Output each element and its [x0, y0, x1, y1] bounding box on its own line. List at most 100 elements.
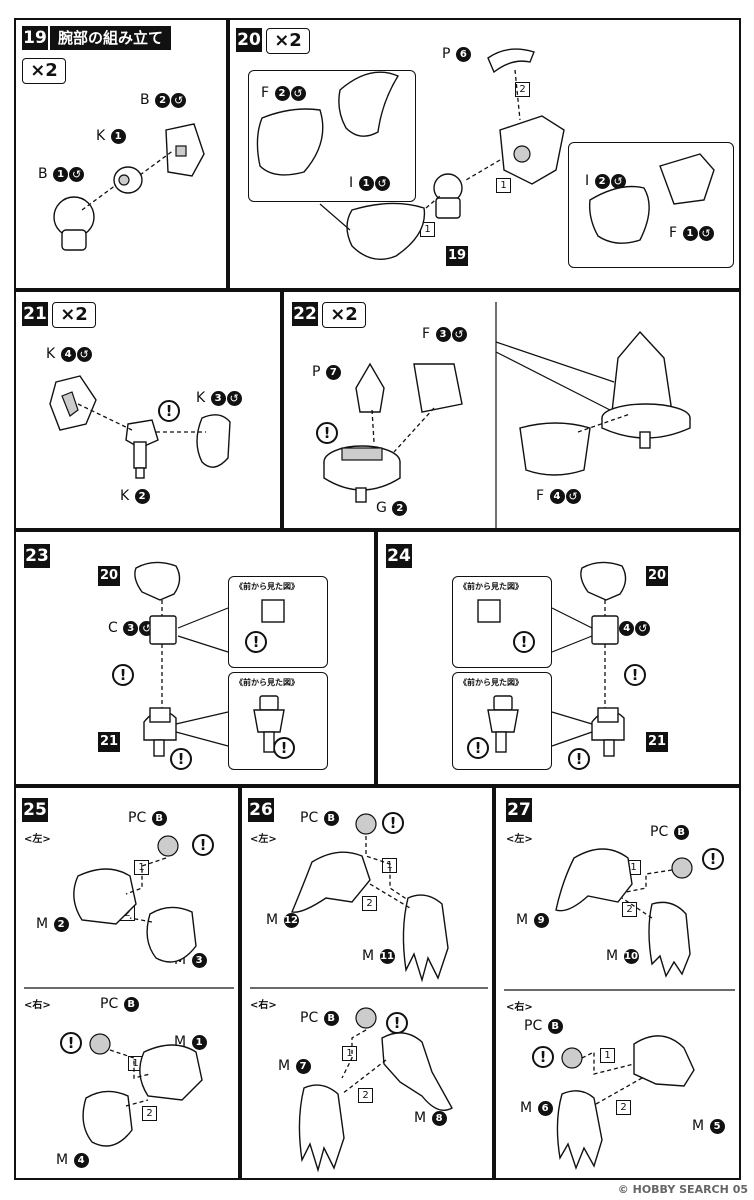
caution-icon: !	[532, 1046, 554, 1068]
step-number: 24	[386, 544, 412, 568]
watermark: © HOBBY SEARCH 05	[617, 1183, 748, 1196]
caution-icon: !	[382, 812, 404, 834]
step-27-panel: 27 <左> PC B ! M 9 M 10 1 2 <右> PC B ! M …	[494, 786, 741, 1180]
caution-icon: !	[112, 664, 134, 686]
front-view-label: 《前から見た図》	[459, 678, 523, 687]
part-label: P 7	[312, 364, 341, 380]
part-label: I 2↺	[585, 173, 626, 189]
step-25-panel: 25 <左> PC B ! M 2 M 3 1 2 <右> PC B ! M 1…	[14, 786, 240, 1180]
part-label: M 8	[414, 1110, 447, 1126]
caution-icon: !	[702, 848, 724, 870]
front-view-label: 《前から見た図》	[235, 582, 299, 591]
part-label: PC B	[300, 1010, 339, 1026]
step-26-panel: 26 <左> PC B ! M 12 M 11 1 2 <右> PC B ! M…	[240, 786, 494, 1180]
step-number: 21	[22, 302, 48, 326]
step-title: 腕部の組み立て	[50, 26, 172, 50]
sprue-cut-icon: ↺	[451, 326, 467, 342]
order-marker: 1	[342, 1046, 357, 1061]
front-view-label: 《前から見た図》	[459, 582, 523, 591]
step-24-illustration	[477, 561, 627, 757]
front-view-callout: 《前から見た図》 !	[452, 576, 552, 668]
order-marker: 1	[382, 858, 397, 873]
order-marker: 2	[616, 1100, 631, 1115]
step-20-illustration	[256, 48, 715, 260]
step-19-panel: 19 腕部の組み立て ×2 B 2↺ K 1 B 1↺	[14, 18, 228, 290]
step-reference: 19	[446, 246, 468, 266]
sprue-cut-icon: ↺	[76, 346, 92, 362]
part-label: F 4↺	[536, 488, 581, 504]
caution-icon: !	[624, 664, 646, 686]
right-hand-label: <右>	[506, 1002, 533, 1013]
step-21-panel: 21 ×2 K 4↺ K 3↺ K 2 !	[14, 290, 282, 530]
left-hand-label: <左>	[506, 834, 533, 845]
part-label: M 1	[174, 1034, 207, 1050]
caution-icon: !	[170, 748, 192, 770]
order-marker: 1	[600, 1048, 615, 1063]
sprue-cut-icon: ↺	[226, 390, 242, 406]
step-23-panel: 23 20 21 C 3↺ ! ! 《前から見た図》 ! 《前から見た図》 !	[14, 530, 376, 786]
order-marker: 1	[496, 178, 511, 193]
sprue-cut-icon: ↺	[635, 620, 651, 636]
step-19-illustration	[53, 123, 205, 251]
right-hand-label: <右>	[24, 1000, 51, 1011]
part-label: PC B	[128, 810, 167, 826]
part-label: I 1↺	[349, 175, 390, 191]
step-22-illustration	[323, 302, 691, 530]
step-number: 27	[506, 798, 532, 822]
front-view-label: 《前から見た図》	[235, 678, 299, 687]
step-number: 22	[292, 302, 318, 326]
part-label: M 10	[606, 948, 639, 964]
part-label: M 9	[516, 912, 549, 928]
part-label: K 1	[96, 128, 126, 144]
sprue-cut-icon: ↺	[290, 85, 306, 101]
part-label: M 6	[520, 1100, 553, 1116]
step-reference: 21	[646, 732, 668, 752]
step-26-illustration	[250, 813, 488, 1173]
step-21-illustration	[49, 375, 231, 479]
part-label: M 12	[266, 912, 299, 928]
left-hand-label: <左>	[250, 834, 277, 845]
part-label: F 2↺	[261, 85, 306, 101]
caution-icon: !	[245, 631, 267, 653]
part-label: PC B	[524, 1018, 563, 1034]
caution-icon: !	[316, 422, 338, 444]
sprue-cut-icon: ↺	[698, 225, 714, 241]
step-reference: 20	[98, 566, 120, 586]
caution-icon: !	[60, 1032, 82, 1054]
sprue-cut-icon: ↺	[171, 92, 187, 108]
part-label: K 3↺	[196, 390, 242, 406]
quantity-badge: ×2	[322, 302, 366, 328]
step-number: 25	[22, 798, 48, 822]
part-label: PC B	[650, 824, 689, 840]
sprue-cut-icon: ↺	[374, 175, 390, 191]
step-25-illustration	[24, 835, 234, 1147]
step-27-illustration	[504, 848, 735, 1171]
part-label: PC B	[300, 810, 339, 826]
caution-icon: !	[467, 737, 489, 759]
caution-icon: !	[568, 748, 590, 770]
step-number: 23	[24, 544, 50, 568]
caution-icon: !	[158, 400, 180, 422]
part-label: B 1↺	[38, 166, 85, 182]
part-label: M 7	[278, 1058, 311, 1074]
step-24-panel: 24 20 21 C 4↺ ! ! 《前から見た図》 ! 《前から見た図》 !	[376, 530, 741, 786]
part-label: K 2	[120, 488, 150, 504]
order-marker: 2	[142, 1106, 157, 1121]
quantity-badge: ×2	[52, 302, 96, 328]
step-reference: 20	[646, 566, 668, 586]
sprue-cut-icon: ↺	[565, 488, 581, 504]
quantity-badge: ×2	[22, 58, 66, 84]
quantity-badge: ×2	[266, 28, 310, 54]
order-marker: 2	[515, 82, 530, 97]
order-marker: 1	[134, 860, 149, 875]
part-label: B 2↺	[140, 92, 187, 108]
step-23-illustration	[134, 561, 285, 757]
part-label: F 3↺	[422, 326, 467, 342]
step-number: 26	[248, 798, 274, 822]
step-20-panel: 20 ×2 P 6 F 2↺ I 1↺ I 2↺ F 1↺ 2 1 1 19	[228, 18, 741, 290]
part-label: M 5	[692, 1118, 725, 1134]
part-label: P 6	[442, 46, 471, 62]
part-label: M 2	[36, 916, 69, 932]
step-22-panel: 22 ×2 F 3↺ P 7 G 2 F 4↺ !	[282, 290, 741, 530]
part-label: M 4	[56, 1152, 89, 1168]
